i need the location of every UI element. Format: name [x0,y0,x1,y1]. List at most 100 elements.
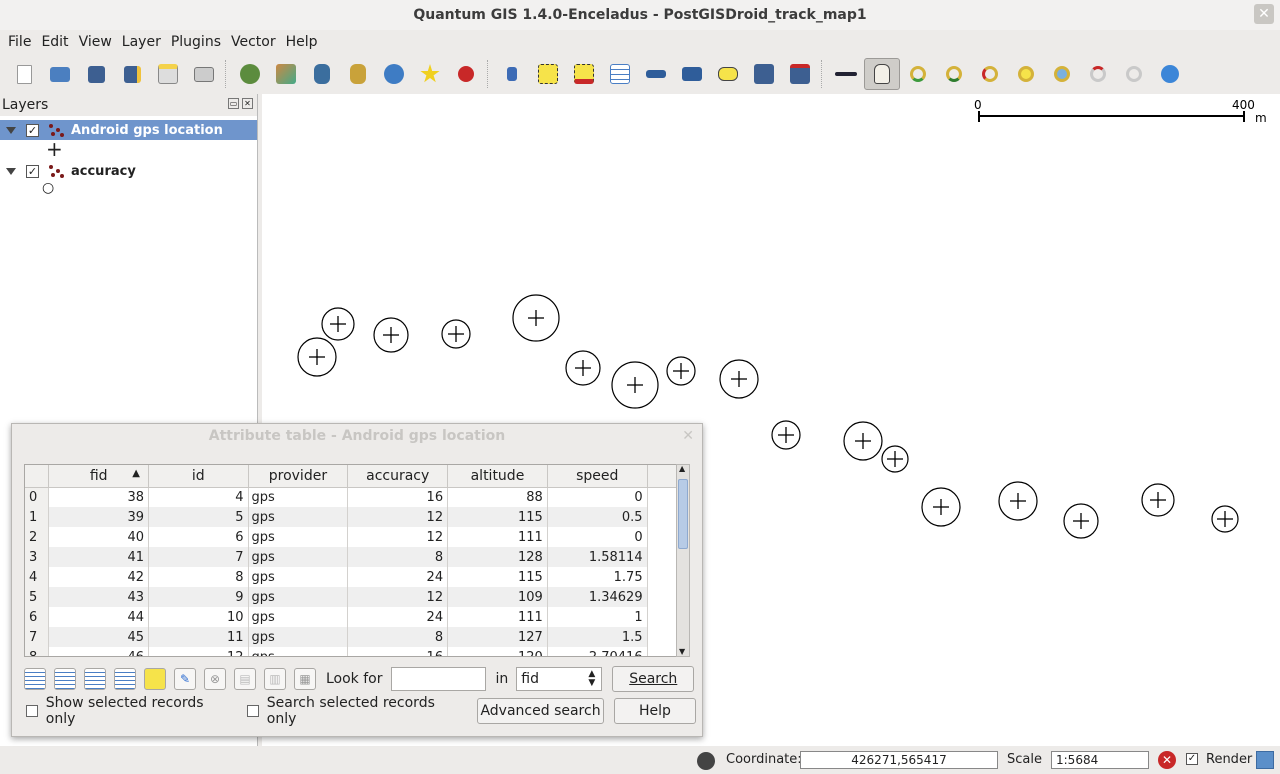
close-panel-icon[interactable]: ✕ [242,98,253,109]
help-button[interactable]: Help [613,698,696,724]
measure-area-icon[interactable] [674,58,710,90]
stop-render-icon[interactable]: ✕ [1158,751,1176,769]
scroll-up-icon[interactable]: ▲ [679,464,686,473]
menu-vector[interactable]: Vector [231,34,276,50]
add-spatialite-layer-icon[interactable] [340,58,376,90]
delete-selected-icon[interactable]: ⊗ [204,668,226,690]
layer-visibility-checkbox[interactable]: ✓ [26,164,39,178]
column-header-provider[interactable]: provider [248,465,349,488]
search-field-select[interactable]: fid ▲▼ [516,667,603,691]
save-as-icon[interactable] [114,58,150,90]
delete-column-icon[interactable]: ▥ [264,668,286,690]
open-project-icon[interactable] [42,58,78,90]
float-panel-icon[interactable]: ▭ [228,98,239,109]
menu-edit[interactable]: Edit [41,34,69,50]
identify-icon[interactable] [494,58,530,90]
refresh-icon[interactable] [1152,58,1188,90]
row-header[interactable]: 7 [25,627,50,647]
selected-to-top-icon[interactable] [54,668,76,690]
pan-icon[interactable] [864,58,900,90]
column-header-altitude[interactable]: altitude [447,465,548,488]
zoom-in-icon[interactable] [900,58,936,90]
attribute-table[interactable]: fid▲ id provider accuracy altitude speed… [24,464,678,657]
toggle-editing-icon[interactable]: ✎ [174,668,196,690]
row-header[interactable]: 0 [25,487,50,507]
layer-visibility-checkbox[interactable]: ✓ [26,123,39,137]
zoom-layer-icon[interactable] [1044,58,1080,90]
show-selected-checkbox[interactable] [26,705,38,717]
add-raster-layer-icon[interactable] [268,58,304,90]
table-scrollbar[interactable]: ▲ ▼ [676,464,690,657]
menu-layer[interactable]: Layer [121,34,161,50]
projection-status-icon[interactable] [697,752,715,770]
copy-selected-icon[interactable] [114,668,136,690]
zoom-full-icon[interactable] [972,58,1008,90]
row-header[interactable]: 3 [25,547,50,567]
messages-icon[interactable] [1256,751,1274,769]
zoom-next-icon[interactable] [1116,58,1152,90]
look-for-input[interactable] [390,667,486,691]
invert-selection-icon[interactable] [84,668,106,690]
column-header-fid[interactable]: fid▲ [48,465,149,488]
scrollbar-thumb[interactable] [678,479,688,549]
remove-layer-icon[interactable] [448,58,484,90]
scroll-down-icon[interactable]: ▼ [679,647,686,656]
print-composer-icon[interactable] [150,58,186,90]
expand-icon[interactable] [6,126,16,134]
row-header[interactable]: 1 [25,507,50,527]
zoom-to-selection-icon[interactable] [144,668,166,690]
add-wms-layer-icon[interactable] [376,58,412,90]
menu-plugins[interactable]: Plugins [170,34,221,50]
select-features-icon[interactable] [530,58,566,90]
field-calculator-icon[interactable]: ▦ [294,668,316,690]
measure-line-icon[interactable] [638,58,674,90]
column-header-accuracy[interactable]: accuracy [347,465,449,488]
dialog-close-icon[interactable]: ✕ [682,428,694,444]
menu-view[interactable]: View [78,34,112,50]
column-header-speed[interactable]: speed [547,465,648,488]
row-header[interactable]: 8 [25,647,50,656]
unselect-all-icon[interactable] [24,668,46,690]
deselect-icon[interactable] [566,58,602,90]
home-icon[interactable] [746,58,782,90]
add-postgis-layer-icon[interactable] [304,58,340,90]
row-header[interactable]: 6 [25,607,50,627]
home-set-icon[interactable] [782,58,818,90]
zoom-selection-icon[interactable] [1008,58,1044,90]
zoom-last-icon[interactable] [1080,58,1116,90]
row-header[interactable]: 4 [25,567,50,587]
zoom-out-icon[interactable] [936,58,972,90]
scale-bar-icon[interactable] [828,58,864,90]
row-header[interactable]: 5 [25,587,50,607]
advanced-search-button[interactable]: Advanced search [477,698,604,724]
expand-icon[interactable] [6,167,16,175]
search-button[interactable]: Search [612,666,695,692]
layer-item-android-gps-location[interactable]: ✓ Android gps location [0,120,257,140]
new-project-icon[interactable] [6,58,42,90]
map-tips-icon[interactable] [710,58,746,90]
menu-help[interactable]: Help [285,34,318,50]
row-header[interactable]: 2 [25,527,50,547]
layer-item-accuracy[interactable]: ✓ accuracy [0,161,257,181]
print-icon[interactable] [186,58,222,90]
corner-header[interactable] [25,465,50,488]
menu-file[interactable]: File [8,34,32,50]
add-vector-layer-icon[interactable] [232,58,268,90]
scale-field[interactable]: 1:5684 [1051,751,1149,769]
column-header-id[interactable]: id [148,465,249,488]
coordinate-field[interactable]: 426271,565417 [800,751,998,769]
render-checkbox[interactable]: ✓ [1186,753,1198,765]
new-column-icon[interactable]: ▤ [234,668,256,690]
new-vector-layer-icon[interactable] [412,58,448,90]
window-close-button[interactable]: ✕ [1254,4,1274,24]
save-project-icon[interactable] [78,58,114,90]
